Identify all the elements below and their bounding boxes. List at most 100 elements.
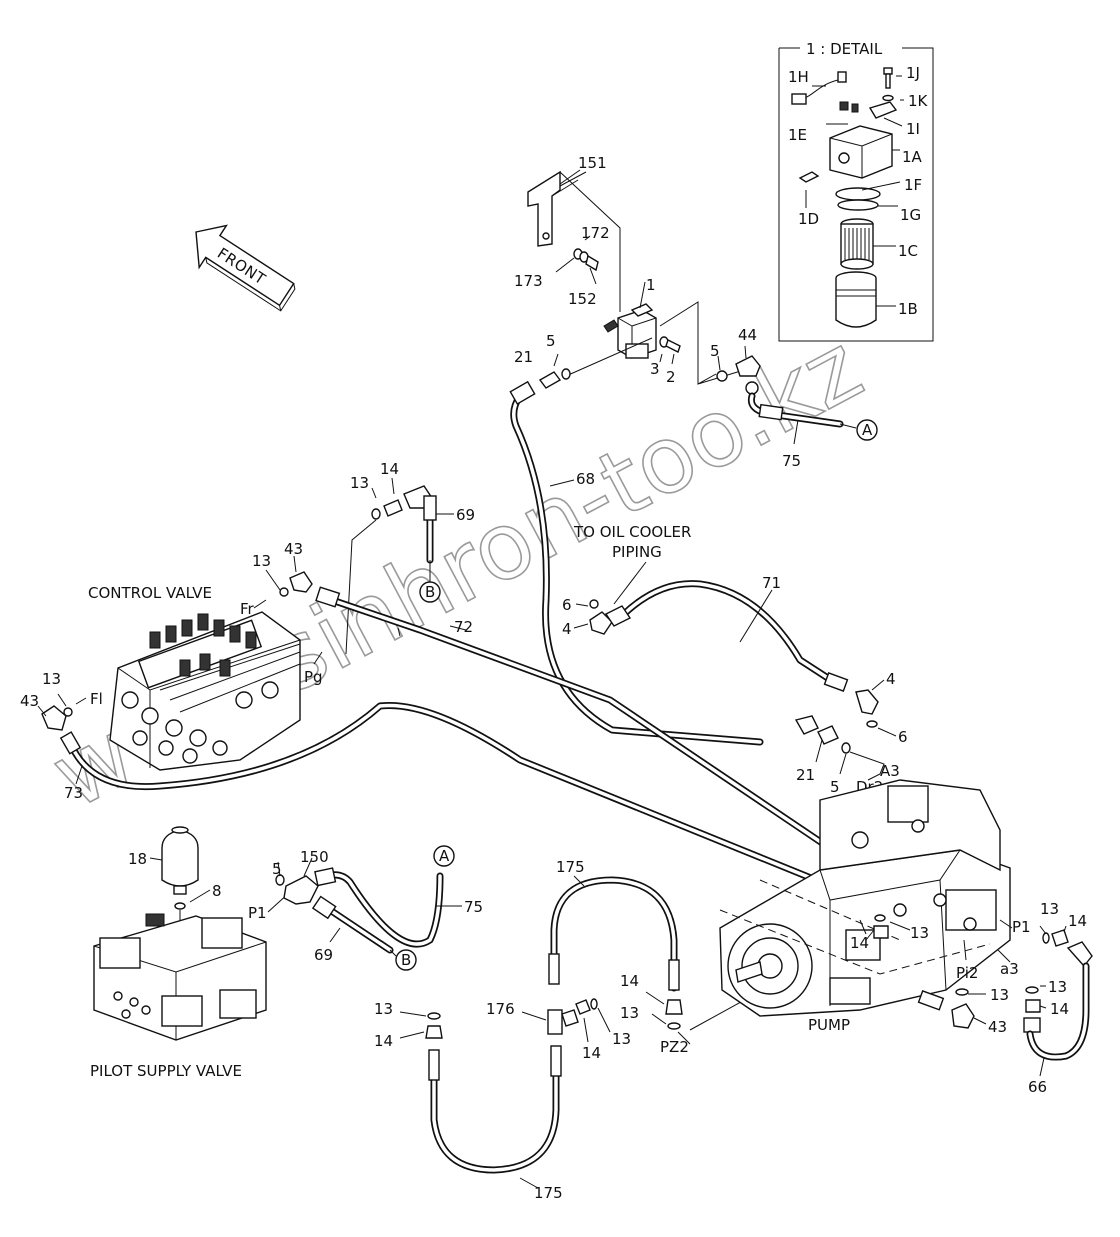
fittings-21-5-lower <box>794 715 851 754</box>
elbow-43-control-valve <box>279 571 313 597</box>
fittings-13-14-top <box>371 485 433 520</box>
callout-14-pump: 14 <box>850 934 869 952</box>
callout-152: 152 <box>568 290 597 308</box>
oil-cooler-label-line2: PIPING <box>612 543 662 561</box>
callout-71: 71 <box>762 574 781 592</box>
port-p1-pump: P1 <box>1012 918 1031 936</box>
hose-69-lower <box>311 895 394 954</box>
oring-1g <box>837 199 879 211</box>
screw-1d <box>798 171 820 183</box>
solenoid-valve-1 <box>603 303 657 359</box>
detail-label-1f: 1F <box>904 176 922 194</box>
callout-4-left: 4 <box>562 620 572 638</box>
callout-5-right: 5 <box>710 342 720 360</box>
detail-label-1a: 1A <box>902 148 923 166</box>
port-p1-pilot: P1 <box>248 904 267 922</box>
callout-176: 176 <box>486 1000 515 1018</box>
callout-21-top: 21 <box>514 348 533 366</box>
callout-43-cv: 43 <box>284 540 303 558</box>
hose-71 <box>620 580 838 686</box>
hose-68 <box>509 380 764 746</box>
detail-title: 1 : DETAIL <box>806 40 883 58</box>
callout-150: 150 <box>300 848 329 866</box>
port-pg: Pg <box>304 668 323 686</box>
front-arrow: FRONT <box>195 224 296 312</box>
bracket-1i <box>868 101 898 119</box>
callout-69-top: 69 <box>456 506 475 524</box>
filter-element-1c <box>840 218 874 270</box>
fittings-4-6-right <box>823 672 879 728</box>
port-a3-lower: a3 <box>1000 960 1019 978</box>
detail-label-1g: 1G <box>900 206 921 224</box>
accumulator-18 <box>161 826 199 910</box>
callout-73: 73 <box>64 784 83 802</box>
connector-b-lower-label: B <box>401 951 411 969</box>
filter-bowl-1b <box>835 271 877 328</box>
callout-13-pz2: 13 <box>620 1004 639 1022</box>
hose-75-top <box>747 392 844 428</box>
callout-14-tee: 14 <box>582 1044 601 1062</box>
callout-1: 1 <box>646 276 656 294</box>
detail-label-1k: 1K <box>908 92 929 110</box>
tee-176 <box>547 998 598 1035</box>
elbow-43-left <box>41 705 73 731</box>
callout-21-lower: 21 <box>796 766 815 784</box>
detail-panel: 1 : DETAIL <box>778 40 934 342</box>
callout-172: 172 <box>581 224 610 242</box>
fittings-4-6-left <box>589 599 632 635</box>
callout-13-cv: 13 <box>252 552 271 570</box>
port-fl: Fl <box>90 690 103 708</box>
callout-175-lower: 175 <box>534 1184 563 1202</box>
callout-14-right-top: 14 <box>1068 912 1087 930</box>
callout-18: 18 <box>128 850 147 868</box>
detail-label-1h: 1H <box>788 68 809 86</box>
callout-6-right: 6 <box>898 728 908 746</box>
bolt-2-washer-3 <box>659 336 681 353</box>
connector-b-lower: B <box>395 949 417 971</box>
fittings-13-14-pump-top <box>873 914 889 939</box>
callout-175-upper: 175 <box>556 858 585 876</box>
port-pi2: Pi2 <box>956 964 978 982</box>
port-pz2: PZ2 <box>660 1038 689 1056</box>
wire-connector <box>791 93 807 105</box>
callout-44: 44 <box>738 326 757 344</box>
callout-69-lower: 69 <box>314 946 333 964</box>
pump-label: PUMP <box>808 1016 850 1034</box>
callout-6-left: 6 <box>562 596 572 614</box>
port-a3-upper: A3 <box>880 762 900 780</box>
callout-75-top: 75 <box>782 452 801 470</box>
connector-a-top: A <box>856 419 878 441</box>
connector-b-top: B <box>419 581 441 603</box>
port-fr: Fr <box>240 600 255 618</box>
callout-13-pump-right: 13 <box>990 986 1009 1004</box>
detail-label-1i: 1I <box>906 120 920 138</box>
filter-head-1a <box>829 125 893 179</box>
pilot-supply-valve-label: PILOT SUPPLY VALVE <box>90 1062 242 1080</box>
callout-13-pump: 13 <box>910 924 929 942</box>
tee-150 <box>275 874 319 905</box>
control-valve-spools <box>149 613 257 677</box>
callout-5-lower: 5 <box>830 778 840 796</box>
control-valve-label: CONTROL VALVE <box>88 584 212 602</box>
callout-13-right-top: 13 <box>1040 900 1059 918</box>
hose-73 <box>59 701 884 910</box>
hose-66 <box>1026 962 1090 1061</box>
control-valve-body <box>109 611 301 771</box>
callout-14-lower-left: 14 <box>374 1032 393 1050</box>
detail-label-1b: 1B <box>898 300 918 318</box>
callout-173: 173 <box>514 272 543 290</box>
callout-66: 66 <box>1028 1078 1047 1096</box>
detail-label-1j: 1J <box>906 64 920 82</box>
connector-a-lower-label: A <box>439 847 450 865</box>
fittings-13-14-lower-left <box>425 1012 443 1039</box>
pilot-supply-valve-body <box>93 913 267 1041</box>
elbow-44 <box>716 355 761 395</box>
callout-68: 68 <box>576 470 595 488</box>
callout-13-left: 13 <box>42 670 61 688</box>
oil-cooler-label-line1: TO OIL COOLER <box>573 523 691 541</box>
hose-75-lower <box>314 867 444 948</box>
pump-assembly <box>719 779 1011 1017</box>
connector-a-lower: A <box>433 845 455 867</box>
fitting-1e <box>839 101 849 111</box>
bracket-151 <box>527 170 561 247</box>
